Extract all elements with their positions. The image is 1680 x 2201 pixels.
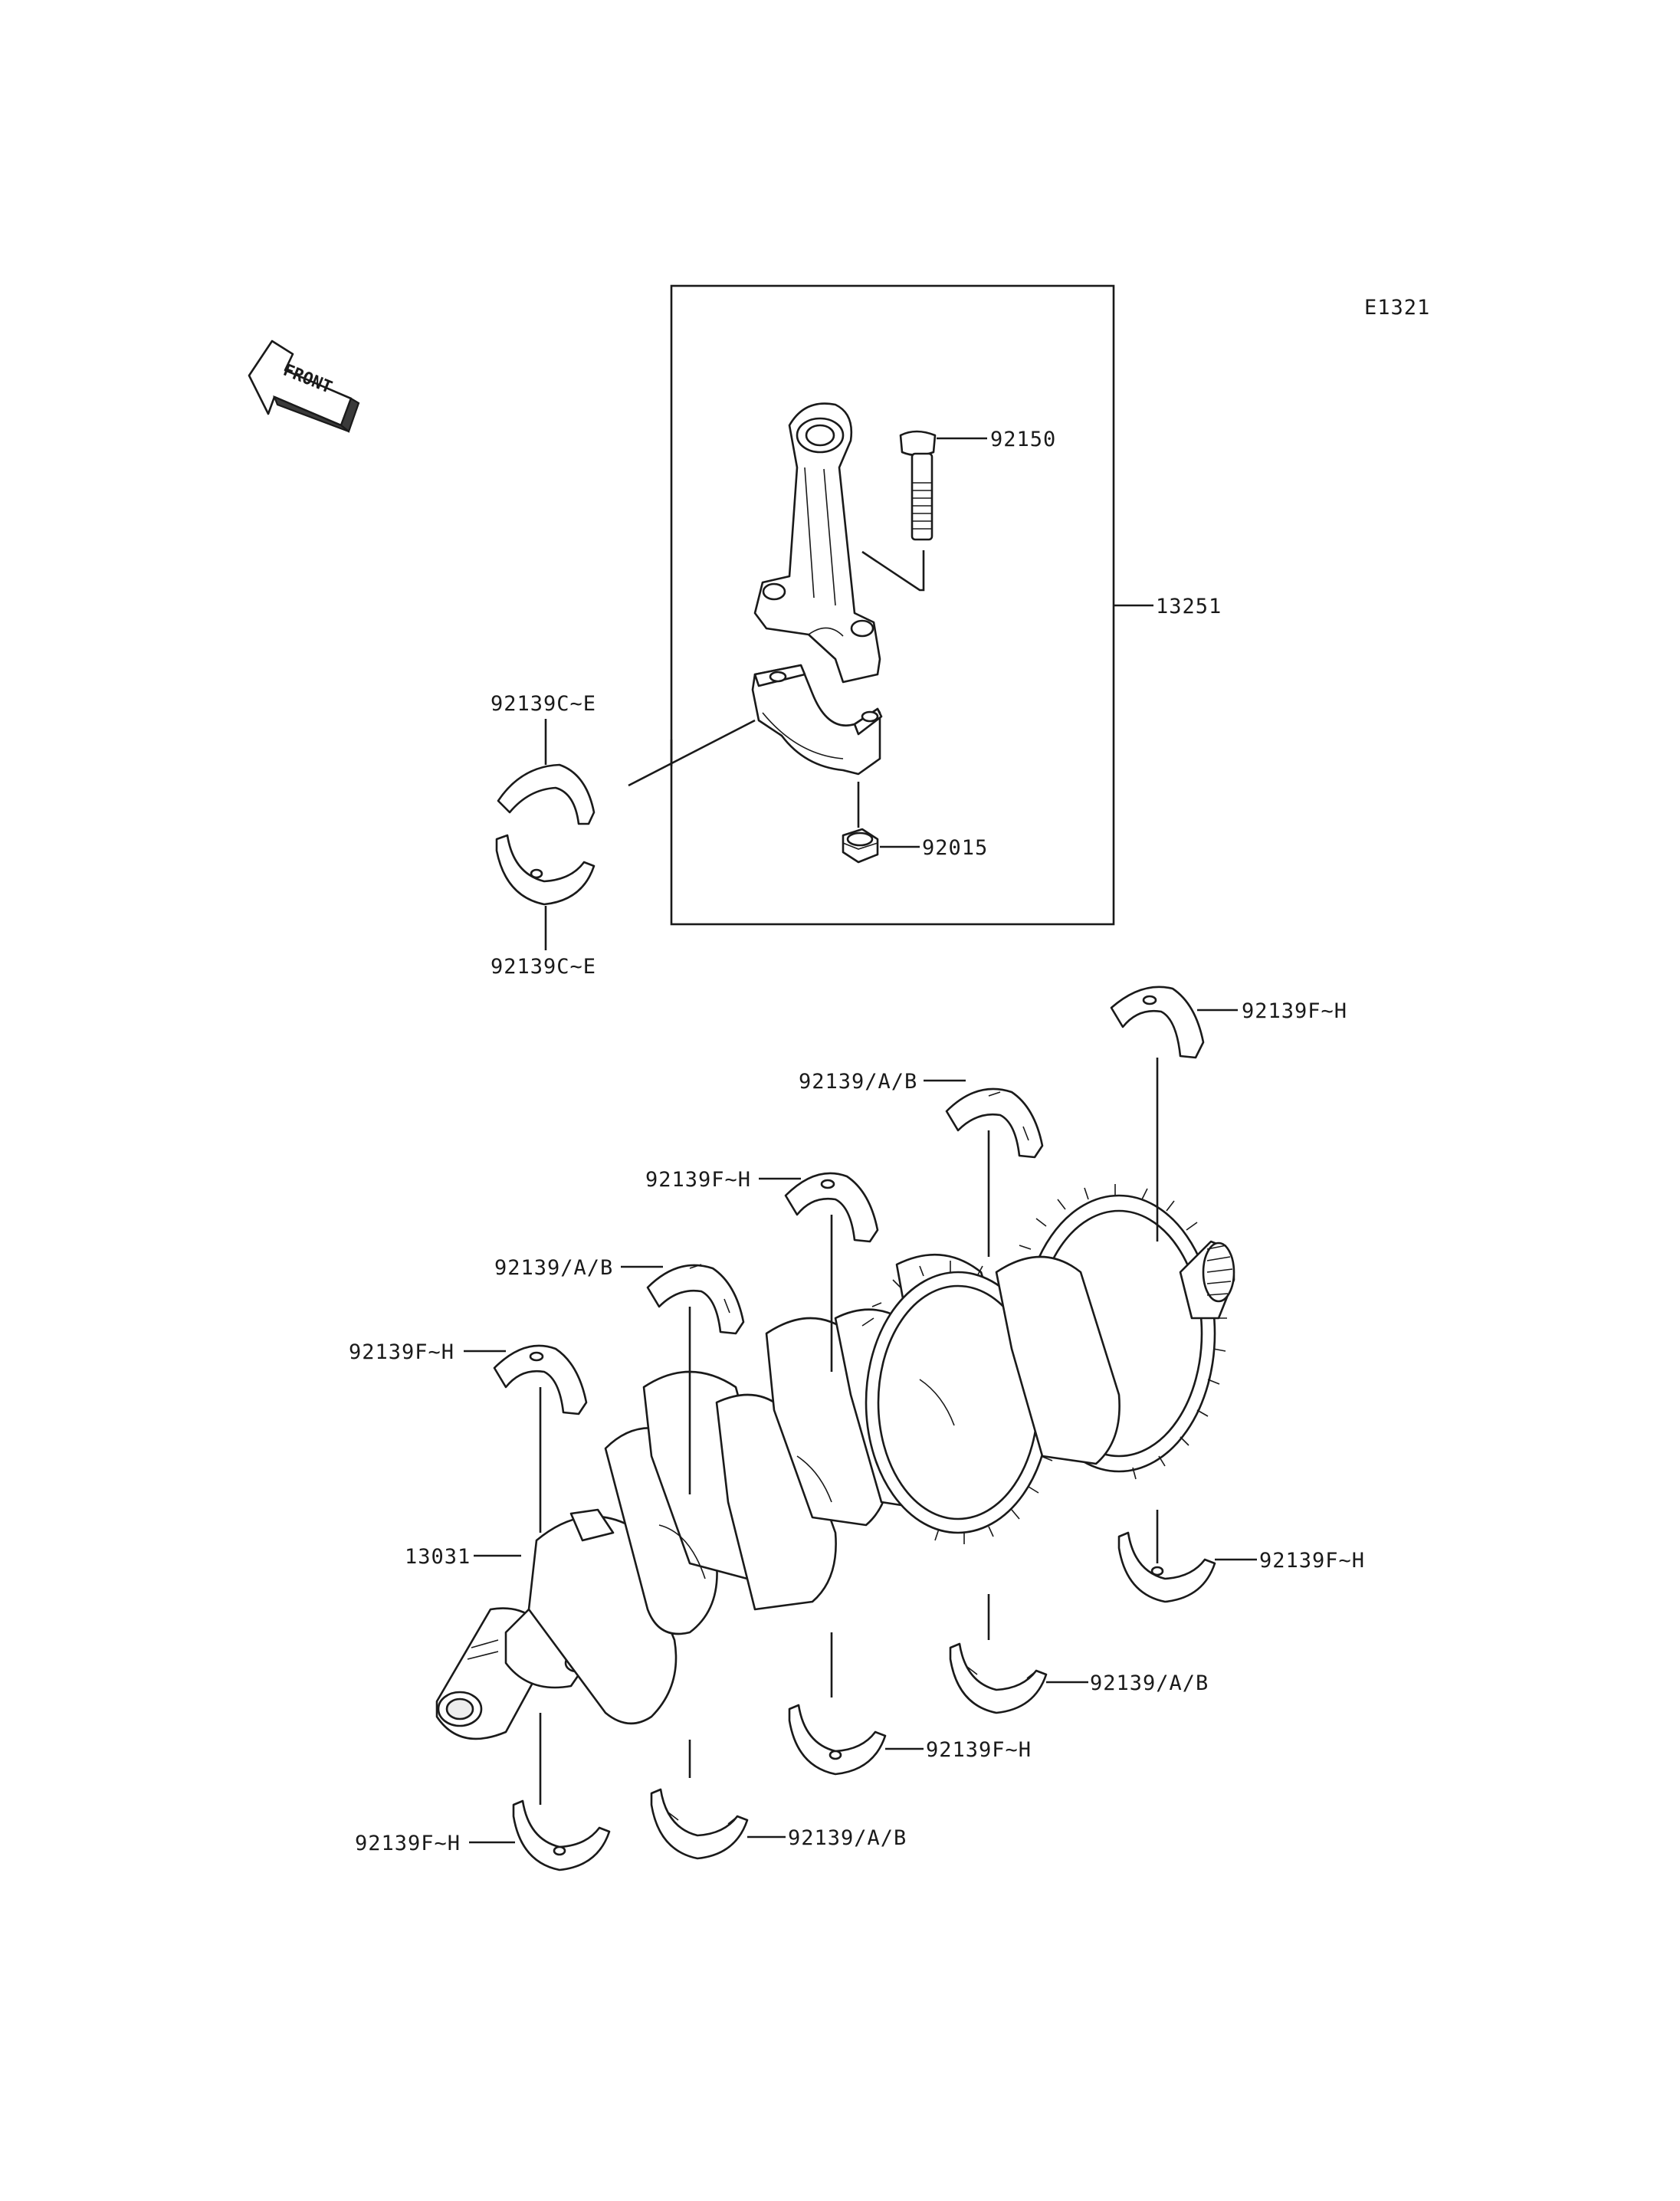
main-bearing-upper-3 — [784, 1172, 879, 1243]
main-bearing-lower-5 — [512, 1799, 611, 1871]
crankshaft — [435, 1184, 1235, 1740]
rod-bolt — [899, 430, 937, 541]
callout-92139fh-3: 92139F~H — [349, 1340, 454, 1364]
callout-92139fh-right: 92139F~H — [1259, 1549, 1365, 1573]
crank-gear-primary — [861, 1261, 1061, 1544]
callout-92139fh-topright: 92139F~H — [1242, 999, 1347, 1023]
callout-13251: 13251 — [1156, 595, 1222, 618]
main-bearing-upper-2 — [945, 1087, 1044, 1159]
front-arrow-icon: FRONT — [248, 339, 360, 433]
connecting-rod — [753, 402, 881, 684]
main-bearing-upper-1 — [1110, 986, 1205, 1059]
diagram-code: E1321 — [1364, 296, 1430, 320]
callout-92015: 92015 — [922, 836, 988, 860]
callout-92139ce-bottom: 92139C~E — [491, 955, 596, 979]
main-bearing-lower-4 — [650, 1788, 749, 1860]
main-bearing-lower-2 — [949, 1642, 1048, 1714]
main-bearing-lower-3 — [788, 1704, 887, 1776]
con-rod-assembly-box — [670, 284, 1115, 926]
callout-92139ab-bottom: 92139/A/B — [788, 1826, 907, 1850]
callout-92139fh-bottom-left: 92139F~H — [355, 1832, 461, 1855]
callout-92139fh-bottom-mid: 92139F~H — [926, 1738, 1032, 1762]
callout-92150: 92150 — [990, 428, 1056, 451]
callout-92139ab-right: 92139/A/B — [1090, 1671, 1209, 1695]
callout-13031: 13031 — [405, 1545, 471, 1569]
rod-bearing-upper — [497, 763, 596, 825]
callout-92139ab-2: 92139/A/B — [494, 1256, 613, 1280]
callout-92139fh-2: 92139F~H — [645, 1168, 751, 1192]
main-bearing-lower-1 — [1117, 1531, 1216, 1603]
callout-92139ab-1: 92139/A/B — [799, 1070, 917, 1094]
rod-nut — [842, 828, 879, 864]
rod-bearing-lower — [495, 834, 596, 906]
main-bearing-upper-4 — [646, 1264, 745, 1335]
rod-cap — [751, 664, 883, 776]
callout-92139ce-top: 92139C~E — [491, 692, 596, 716]
main-bearing-upper-5 — [493, 1344, 588, 1415]
